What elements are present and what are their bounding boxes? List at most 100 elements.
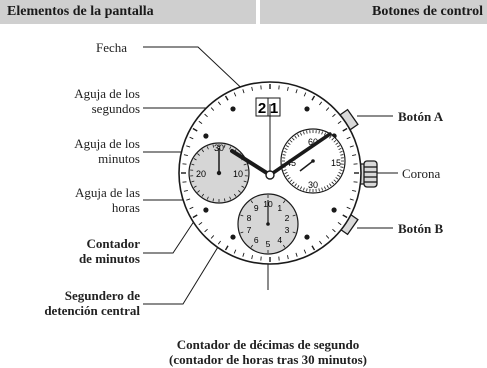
subdial-tick [300,132,302,136]
date-digit-1: 2 [258,100,266,117]
minute-tick [346,136,351,140]
subdial-tick [197,153,200,156]
subdial-tick [229,196,232,200]
minute-tick [189,206,194,210]
crown [363,160,378,188]
right-subdial-30: 30 [308,180,318,190]
subdial-tick [206,196,209,200]
label-contador-minutos-line2: de minutos [78,251,140,266]
date-window-right [267,97,281,117]
label-aguja-minutos: Aguja de los minutos [40,136,140,166]
label-decimas-line1: Contador de décimas de segundo [176,337,360,352]
subdial-tick [284,172,288,174]
minute-tick [325,107,330,111]
minute-tick [186,198,191,201]
hour-markers [203,106,337,240]
subdial-tick [238,190,241,193]
right-subdial-45: 45 [286,158,296,168]
minute-tick [251,86,253,91]
subdial-tick [241,185,245,188]
minute-tick [287,255,289,260]
subdial-tick [201,193,205,197]
left-subdial-20: 20 [196,169,206,179]
subdial-tick [201,149,205,153]
minute-tick [295,89,298,94]
subdial-tick [318,188,320,192]
minute-tick [346,206,351,210]
subdial-tick [326,185,329,189]
bottom-subdial-number: 1 [277,203,282,213]
label-segundero-line1: Segundero de [64,288,140,303]
hour-dot [304,106,310,112]
minute-tick [183,190,188,192]
minute-tick [204,228,208,233]
subdial-tick [285,174,289,177]
subdial-tick [233,193,237,197]
subdial-tick [321,131,323,135]
subdial-tick [206,146,209,150]
subdial-tick [193,158,197,161]
minute-tick [337,222,342,226]
minute-tick [349,145,354,148]
subdial-tick [339,151,343,153]
subdial-tick [303,131,305,135]
minute-tick [224,245,229,251]
subdial-tick [212,144,214,148]
minute-tick [198,222,203,226]
minute-tick [210,235,215,239]
subdial-tick [283,169,287,171]
header-control-buttons: Botones de control [260,0,487,24]
subdial-tick [329,135,332,139]
label-aguja-segundos: Aguja de los segundos [40,86,140,116]
subdial-tick [197,190,200,193]
subdial-tick [297,185,300,189]
hour-dot [304,234,310,240]
subdial-tick [224,144,226,148]
subdial-tick [289,179,293,183]
label-decimas-line2: (contador de horas tras 30 minutos) [168,352,367,367]
subdial-tick [339,169,343,171]
bottom-subdial-number: 6 [254,235,259,245]
label-contador-minutos-line1: Contador [86,236,140,251]
subdial-tick [250,244,254,248]
right-subdial-hand [299,160,314,172]
minute-tick [311,245,316,251]
minute-tick [224,95,229,101]
bottom-subdial-number: 5 [266,239,271,249]
subdial-tick [331,137,335,141]
label-contador-minutos: Contador de minutos [20,236,140,266]
hour-hand [230,149,272,177]
minute-tick [183,154,188,156]
subdial-tick [291,181,295,185]
minute-tick [342,127,348,132]
minute-tick [189,136,194,140]
minute-tick [233,249,237,254]
subdial-tick [338,172,342,174]
subdial-tick [289,139,293,143]
minute-tick [332,113,336,118]
subdial-tick [240,231,244,234]
subdial-tick [243,163,247,166]
date-digit-2: 1 [270,100,278,117]
label-aguja-segundos-line2: segundos [91,101,140,116]
subdial-tick [331,181,335,185]
minute-tick [217,240,221,245]
subdial-tick [324,132,326,136]
subdial-tick [340,154,344,156]
subdial-tick [283,151,287,153]
subdial-tick [337,145,341,148]
subdial-tick [282,244,286,248]
minute-tick [287,86,289,91]
minute-hand [268,132,332,177]
hour-dot [331,207,337,213]
subdial-tick [193,185,197,188]
subdial-tick [318,130,320,134]
bottom-subdial-number: 9 [254,203,259,213]
subdial-tick [337,174,341,177]
subdial-tick [284,148,288,150]
minute-tick [332,228,336,233]
subdial-tick [282,154,286,156]
subdial-tick [250,200,254,204]
